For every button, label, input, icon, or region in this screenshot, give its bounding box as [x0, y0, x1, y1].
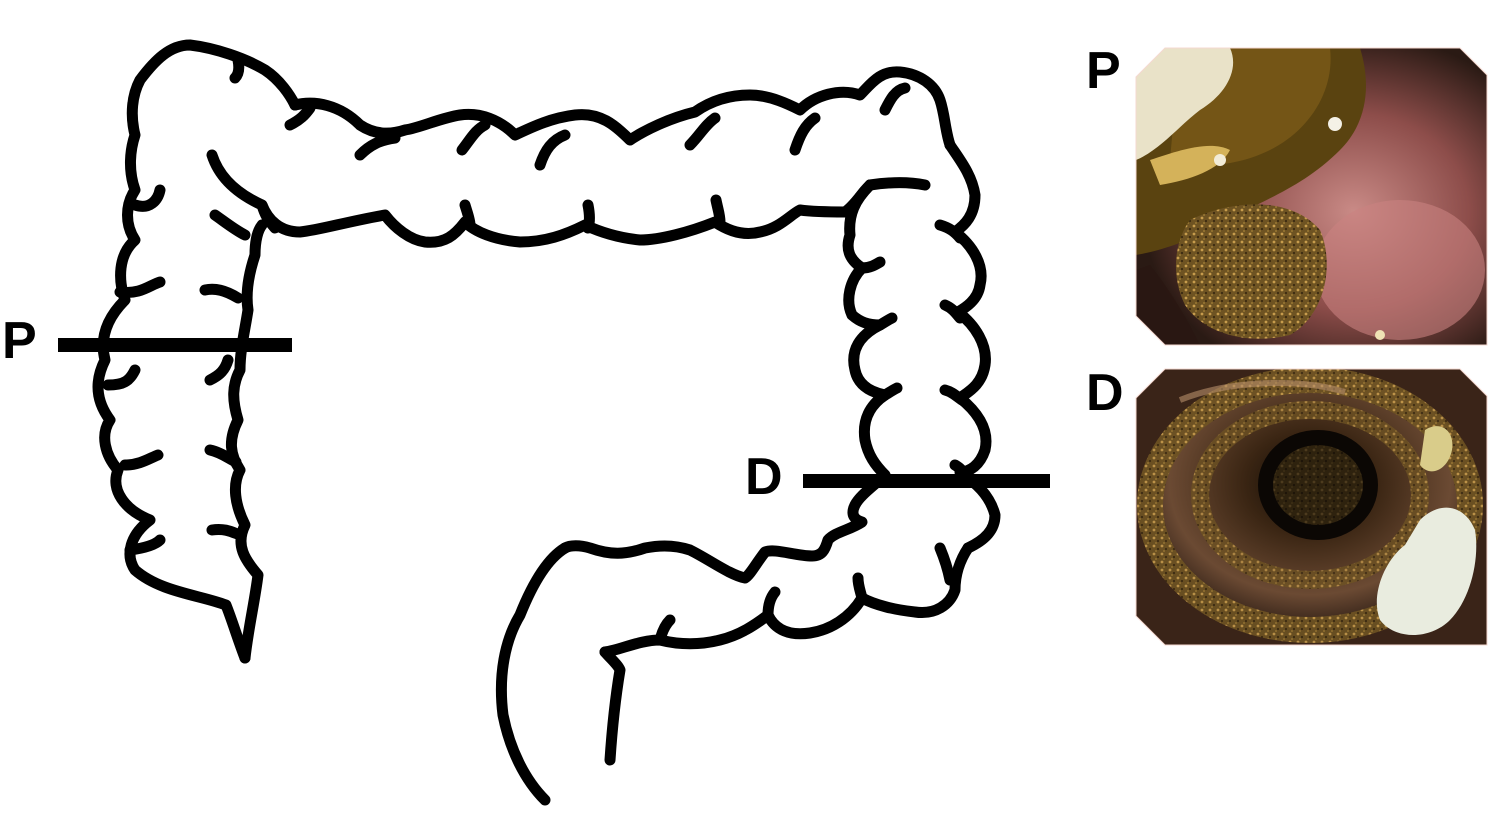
panel-bottom-label: D [1086, 364, 1124, 422]
ascending-colon-outer-wall [92, 39, 301, 664]
descending-colon-haustra [856, 219, 971, 481]
transverse-colon-upper-wall [289, 66, 956, 151]
photo-proximal-border [1135, 47, 1488, 346]
distal-cut-label: D [745, 448, 783, 506]
transverse-colon-haustra-bottom [459, 177, 931, 234]
rectum-inner-wall [599, 646, 626, 766]
transverse-colon-haustra-top [284, 82, 911, 171]
ascending-colon-inner-wall [226, 219, 268, 664]
sigmoid-colon-haustra [654, 542, 956, 646]
photo-distal-border [1135, 368, 1488, 646]
rectum-outer-wall [495, 542, 571, 806]
cut-lines [58, 338, 1050, 488]
proximal-cut-label: P [2, 312, 37, 370]
endoscopy-photo-distal [1136, 369, 1487, 645]
sigmoid-colon-inner-wall [559, 469, 891, 584]
panel-top-label: P [1086, 42, 1121, 100]
transverse-colon-lower-wall [256, 179, 876, 248]
ascending-colon-haustra [102, 54, 251, 556]
colon-outline [92, 39, 1001, 806]
endoscopy-photo-proximal [1136, 48, 1487, 345]
sigmoid-colon-outer-wall [599, 542, 974, 658]
